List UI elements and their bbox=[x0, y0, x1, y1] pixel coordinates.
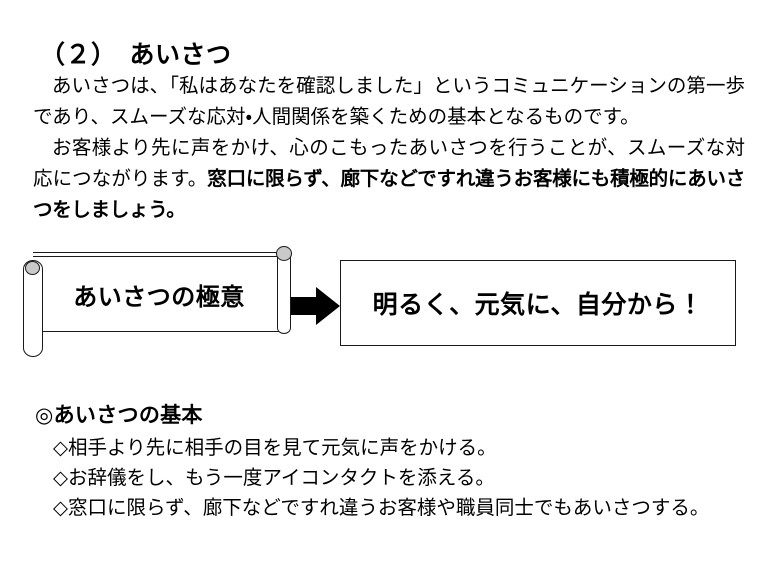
paragraph-1: あいさつは、「私はあなたを確認しました」というコミュニケーションの第一歩であり、… bbox=[33, 74, 745, 128]
list-item: ◇相手より先に相手の目を見て元気に声をかける。 bbox=[53, 436, 497, 460]
slogan-box: 明るく、元気に、自分から！ bbox=[340, 260, 736, 346]
body-text-block: あいさつは、「私はあなたを確認しました」というコミュニケーションの第一歩であり、… bbox=[33, 70, 745, 225]
scroll-left-roll-cap-icon bbox=[25, 261, 40, 275]
paragraph-2-bold-run: 窓口に限らず、廊下などですれ違うお客様にも積極的にあいさつをしましょう。 bbox=[33, 167, 745, 221]
paragraph-2: お客様より先に声をかけ、心のこもったあいさつを行うことが、スムーズな対応につなが… bbox=[33, 132, 745, 225]
scroll-left-roll-icon bbox=[23, 260, 43, 357]
page-title: （２） あいさつ bbox=[40, 39, 232, 69]
slogan-text: 明るく、元気に、自分から！ bbox=[372, 290, 704, 319]
basics-heading: ◎あいさつの基本 bbox=[35, 403, 203, 427]
scroll-right-roll-cap-icon bbox=[276, 246, 292, 261]
diagram-group: あいさつの極意 明るく、元気に、自分から！ bbox=[0, 243, 772, 373]
basics-list: ◇相手より先に相手の目を見て元気に声をかける。 ◇お辞儀をし、もう一度アイコンタ… bbox=[35, 433, 735, 523]
scroll-top-edge bbox=[33, 252, 281, 258]
scroll-label: あいさつの極意 bbox=[73, 282, 245, 311]
basics-section: ◎あいさつの基本 ◇相手より先に相手の目を見て元気に声をかける。 ◇お辞儀をし、… bbox=[35, 400, 735, 523]
right-arrow-icon bbox=[284, 287, 340, 325]
list-item: ◇窓口に限らず、廊下などですれ違うお客様や職員同士でもあいさつする。 bbox=[53, 496, 710, 520]
scroll-panel bbox=[33, 256, 288, 332]
list-item: ◇お辞儀をし、もう一度アイコンタクトを添える。 bbox=[53, 466, 495, 490]
paragraph-2-normal-run: お客様より先に声をかけ、心のこもったあいさつを行うことが、スムーズな対応につなが… bbox=[33, 136, 745, 190]
scroll-graphic: あいさつの極意 bbox=[14, 243, 299, 368]
